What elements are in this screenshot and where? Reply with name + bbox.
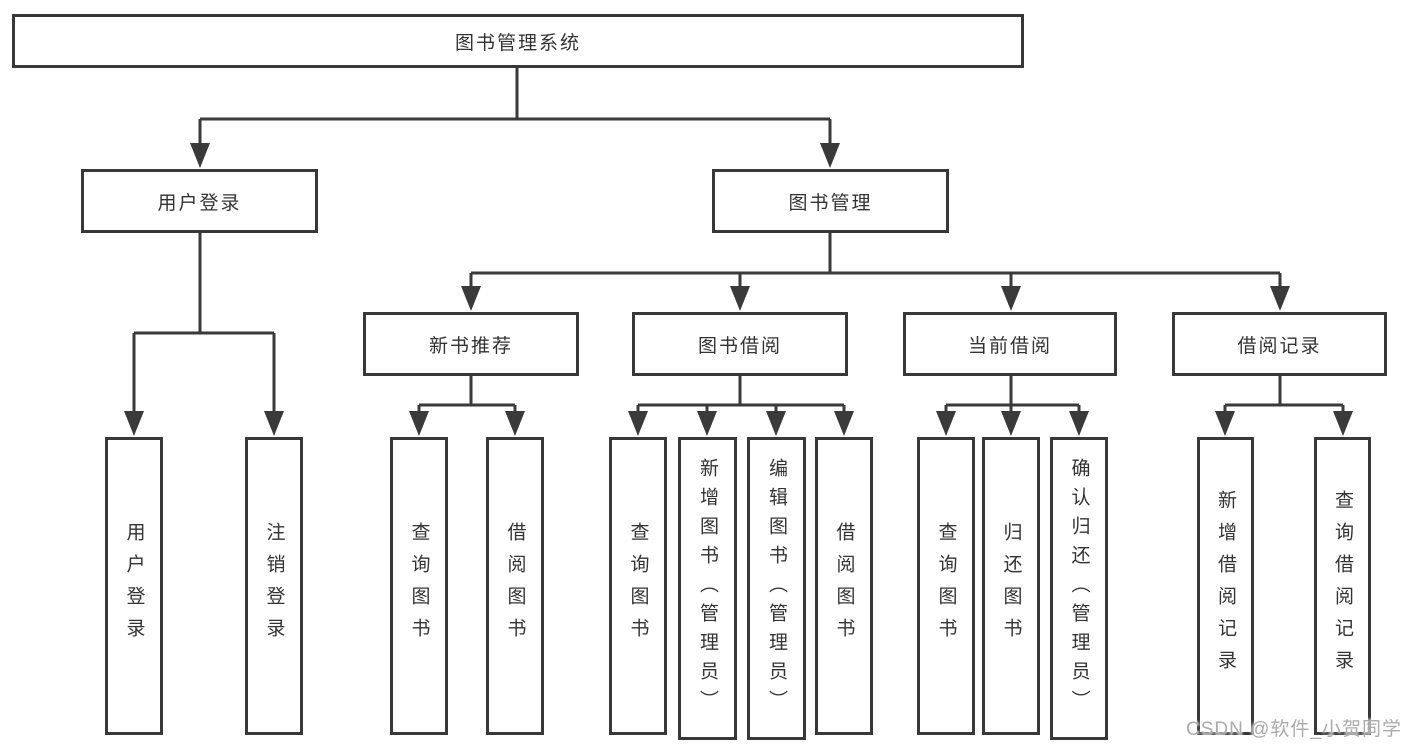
- node-leaf-return-book: 归还图书: [982, 437, 1040, 735]
- node-leaf-query-record: 查询借阅记录: [1314, 437, 1371, 735]
- connector-current-borrow-to-leaves: [936, 376, 1089, 436]
- arrowhead-down-icon: [124, 411, 144, 436]
- node-leaf-edit-book-admin: 编辑图书（管理员）: [747, 437, 806, 740]
- arrowhead-down-icon: [766, 411, 786, 436]
- arrowhead-down-icon: [820, 143, 840, 168]
- node-book-mgmt: 图书管理: [712, 169, 949, 233]
- connector-new-books-to-leaves: [409, 376, 525, 436]
- node-current-borrow-label: 当前借阅: [967, 335, 1052, 357]
- node-leaf-user-login-label: 用户登录: [123, 522, 145, 650]
- arrowhead-down-icon: [628, 411, 648, 436]
- connector-book-borrow-to-leaves: [628, 376, 854, 436]
- node-leaf-newbook-borrow-label: 借阅图书: [504, 522, 526, 650]
- node-leaf-borrow-book-label: 借阅图书: [833, 522, 855, 650]
- node-leaf-confirm-return-admin-label: 确认归还（管理员）: [1068, 458, 1090, 719]
- node-book-mgmt-label: 图书管理: [788, 192, 873, 214]
- arrowhead-down-icon: [461, 286, 481, 311]
- node-leaf-current-query-label: 查询图书: [935, 522, 957, 650]
- arrowhead-down-icon: [1069, 411, 1089, 436]
- node-leaf-logout-label: 注销登录: [263, 522, 285, 650]
- node-leaf-borrow-query: 查询图书: [609, 437, 667, 735]
- arrowhead-down-icon: [1333, 411, 1353, 436]
- node-leaf-borrow-query-label: 查询图书: [627, 522, 649, 650]
- arrowhead-down-icon: [264, 411, 284, 436]
- node-leaf-add-book-admin: 新增图书（管理员）: [678, 437, 737, 740]
- csdn-watermark: CSDN @软件_小贺同学: [1186, 719, 1402, 740]
- arrowhead-down-icon: [834, 411, 854, 436]
- arrowhead-down-icon: [1001, 286, 1021, 311]
- arrowhead-down-icon: [1001, 411, 1021, 436]
- connector-root-to-level2: [190, 68, 840, 168]
- node-user-login-label: 用户登录: [157, 192, 242, 214]
- node-leaf-add-book-admin-label: 新增图书（管理员）: [697, 458, 718, 719]
- node-leaf-newbook-query: 查询图书: [390, 437, 448, 735]
- node-borrow-records-label: 借阅记录: [1237, 335, 1322, 357]
- node-leaf-add-record-label: 新增借阅记录: [1215, 490, 1236, 682]
- node-borrow-records: 借阅记录: [1172, 312, 1387, 376]
- node-new-books-label: 新书推荐: [428, 335, 513, 357]
- node-leaf-borrow-book: 借阅图书: [815, 437, 873, 735]
- node-leaf-query-record-label: 查询借阅记录: [1332, 490, 1353, 682]
- node-root: 图书管理系统: [12, 14, 1024, 68]
- connector-borrow-records-to-leaves: [1215, 376, 1353, 436]
- node-leaf-logout: 注销登录: [245, 437, 303, 735]
- node-leaf-user-login: 用户登录: [105, 437, 163, 735]
- node-current-borrow: 当前借阅: [903, 312, 1117, 376]
- arrowhead-down-icon: [730, 286, 750, 311]
- node-leaf-add-record: 新增借阅记录: [1197, 437, 1254, 735]
- arrowhead-down-icon: [409, 411, 429, 436]
- arrowhead-down-icon: [1215, 411, 1235, 436]
- connector-book-mgmt-to-level3: [461, 233, 1290, 311]
- node-book-borrow: 图书借阅: [632, 312, 848, 376]
- node-leaf-newbook-borrow: 借阅图书: [486, 437, 544, 735]
- node-leaf-newbook-query-label: 查询图书: [408, 522, 430, 650]
- node-book-borrow-label: 图书借阅: [697, 335, 782, 357]
- node-leaf-confirm-return-admin: 确认归还（管理员）: [1050, 437, 1108, 740]
- node-new-books: 新书推荐: [363, 312, 579, 376]
- node-leaf-edit-book-admin-label: 编辑图书（管理员）: [766, 458, 787, 719]
- arrowhead-down-icon: [1270, 286, 1290, 311]
- arrowhead-down-icon: [936, 411, 956, 436]
- arrowhead-down-icon: [190, 143, 210, 168]
- arrowhead-down-icon: [697, 411, 717, 436]
- arrowhead-down-icon: [505, 411, 525, 436]
- node-user-login: 用户登录: [81, 169, 318, 233]
- node-leaf-current-query: 查询图书: [917, 437, 975, 735]
- node-leaf-return-book-label: 归还图书: [1000, 522, 1022, 650]
- connector-user-login-to-leaves: [124, 233, 284, 436]
- node-root-label: 图书管理系统: [454, 32, 581, 54]
